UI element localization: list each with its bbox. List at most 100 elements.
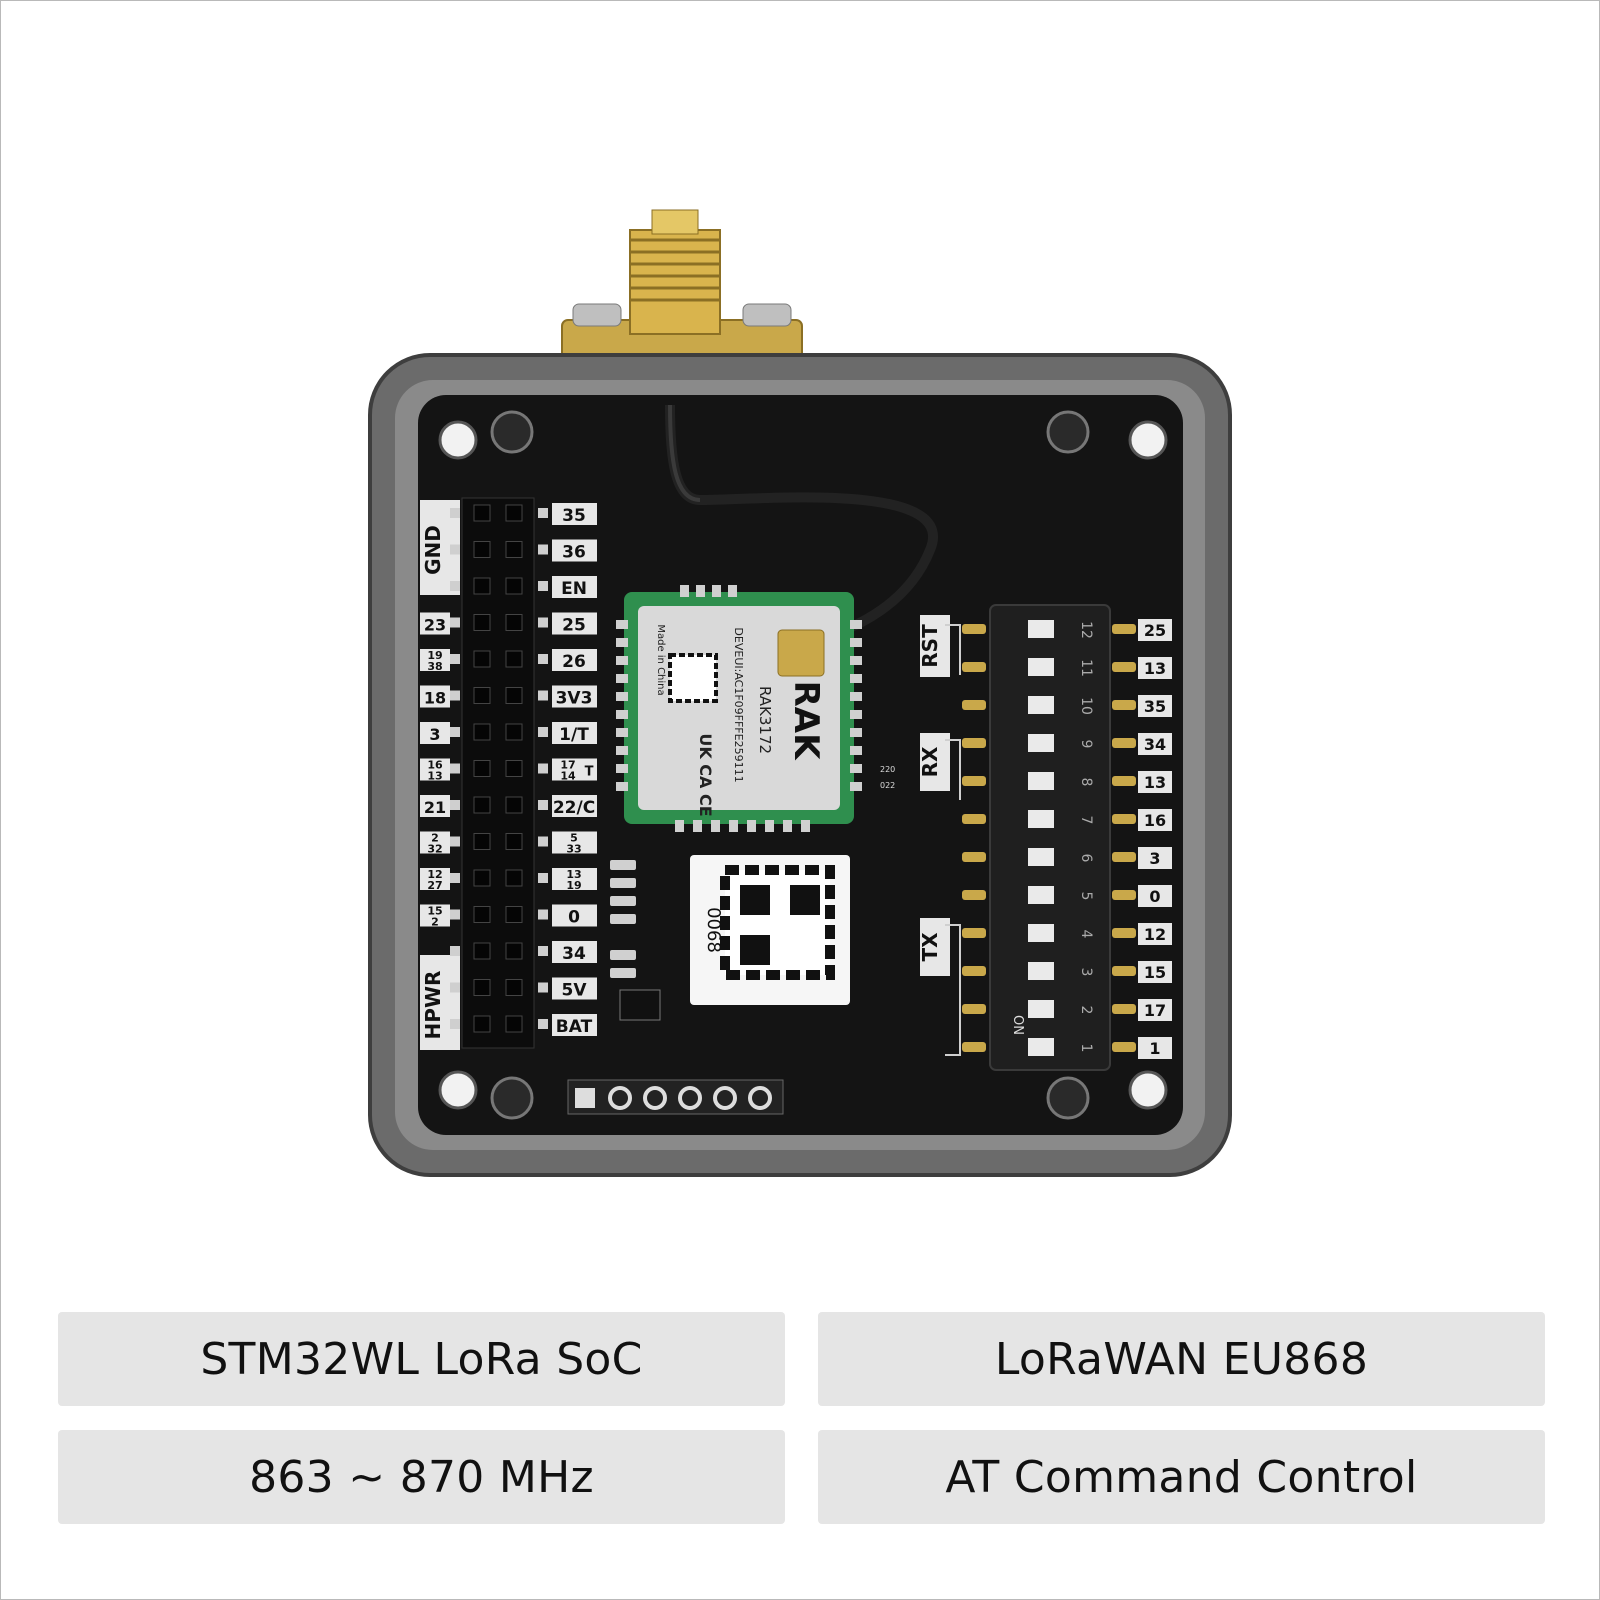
pad-left [450, 690, 460, 701]
right-pin-label: 25 [562, 616, 586, 636]
switch-number: 3 [1078, 968, 1094, 977]
right-pin-label: 3V3 [556, 689, 593, 709]
header-pin-left [473, 541, 491, 558]
module-pad [850, 710, 862, 719]
switch-number: 2 [1078, 1006, 1094, 1015]
left-pin-label: 2 [431, 832, 439, 845]
switch-pin-label: 16 [1144, 811, 1166, 830]
pad-right [538, 800, 548, 810]
pad-right [538, 836, 548, 847]
header-pin-left [473, 723, 491, 741]
module-marks: UK CA CE [696, 733, 715, 816]
left-pin-label: 21 [424, 798, 446, 817]
header-pin-right [505, 760, 523, 777]
left-pin-label: 16 [427, 759, 443, 772]
left-pin-label: 32 [427, 843, 442, 856]
header-pin-right [505, 906, 523, 923]
module-pad [765, 820, 774, 832]
right-pin-label: 1/T [559, 725, 589, 745]
switch-pin [1112, 928, 1136, 938]
switch-slider [1028, 620, 1054, 638]
mounting-holes [438, 420, 1168, 1110]
tx-label: TX [918, 932, 942, 962]
qr-sticker: 0068 [690, 855, 850, 1005]
switch-on-label: ON [1010, 1015, 1025, 1035]
rx-label: RX [918, 746, 942, 777]
module-pad [850, 656, 862, 665]
switch-number: 4 [1078, 930, 1094, 939]
switch-number: 9 [1078, 740, 1094, 749]
right-pin-label: 22/C [553, 798, 595, 818]
pad-right [538, 544, 548, 555]
header-pin-left [473, 942, 491, 960]
switch-pin-label: 35 [1144, 697, 1166, 716]
switch-pin-label: 34 [1144, 735, 1166, 754]
pad-left [450, 1019, 460, 1029]
pad-left [450, 617, 460, 628]
header-pin-left [473, 650, 491, 668]
right-pin-label: 19 [566, 879, 581, 892]
right-pin-label: 17 [560, 759, 575, 772]
module-pad [680, 585, 689, 597]
pad-left [450, 946, 460, 956]
switch-pin [1112, 700, 1136, 710]
pad-left [450, 982, 460, 993]
pad-left [450, 727, 460, 737]
switch-number: 12 [1078, 621, 1094, 639]
module-pad [616, 656, 628, 665]
header-pin-left [473, 1015, 491, 1033]
pad-right [538, 873, 548, 883]
right-pin-label: 5V [562, 981, 588, 1001]
switch-slider [1028, 962, 1054, 980]
module-pad [850, 638, 862, 647]
switch-number: 6 [1078, 854, 1094, 863]
switch-pin [962, 738, 986, 748]
switch-pin [1112, 1004, 1136, 1014]
switch-pin [1112, 890, 1136, 900]
switch-group-labels: RST RX TX [918, 615, 961, 1056]
switch-pin-label: 3 [1149, 849, 1160, 868]
module-pad [712, 585, 721, 597]
pad-left [450, 800, 460, 810]
right-pin-label: 36 [562, 543, 586, 563]
header-pin-left [473, 906, 491, 923]
left-pin-label: 3 [429, 725, 440, 744]
pad-right [538, 581, 548, 591]
switch-pin [962, 928, 986, 938]
right-pin-label: 33 [566, 843, 581, 856]
header-pin-left [473, 796, 491, 814]
right-pin-label: 0 [568, 908, 580, 928]
module-deveui: DEVEUI:AC1F09FFFE259111 [732, 627, 745, 782]
header-pin-right [505, 650, 523, 668]
module-pad [616, 638, 628, 647]
pad-right [538, 727, 548, 737]
module-made-in: Made in China [655, 624, 666, 695]
switch-pin [962, 814, 986, 824]
switch-pin [962, 852, 986, 862]
switch-pin [1112, 662, 1136, 672]
switch-pin [962, 776, 986, 786]
pad-right [538, 617, 548, 628]
pad-right [538, 909, 548, 920]
header-pin-left [473, 833, 491, 850]
switch-slider [1028, 1038, 1054, 1056]
switch-pin [962, 890, 986, 900]
switch-pin-label: 1 [1149, 1039, 1160, 1058]
resistor-220: 220 [880, 765, 895, 774]
left-pin-label: 27 [427, 879, 442, 892]
module-pad [850, 782, 862, 791]
header-pin-right [505, 869, 523, 887]
module-pad [747, 820, 756, 832]
right-pin-label: 13 [566, 868, 581, 881]
module-pad [801, 820, 810, 832]
sma-connector [561, 209, 803, 361]
module-pad [729, 820, 738, 832]
module-pad [616, 746, 628, 755]
right-pin-label: EN [561, 579, 587, 599]
right-pin-label: 5 [570, 832, 578, 845]
left-pin-label: 2 [431, 916, 439, 929]
pad-left [450, 909, 460, 920]
pad-right [538, 1019, 548, 1029]
